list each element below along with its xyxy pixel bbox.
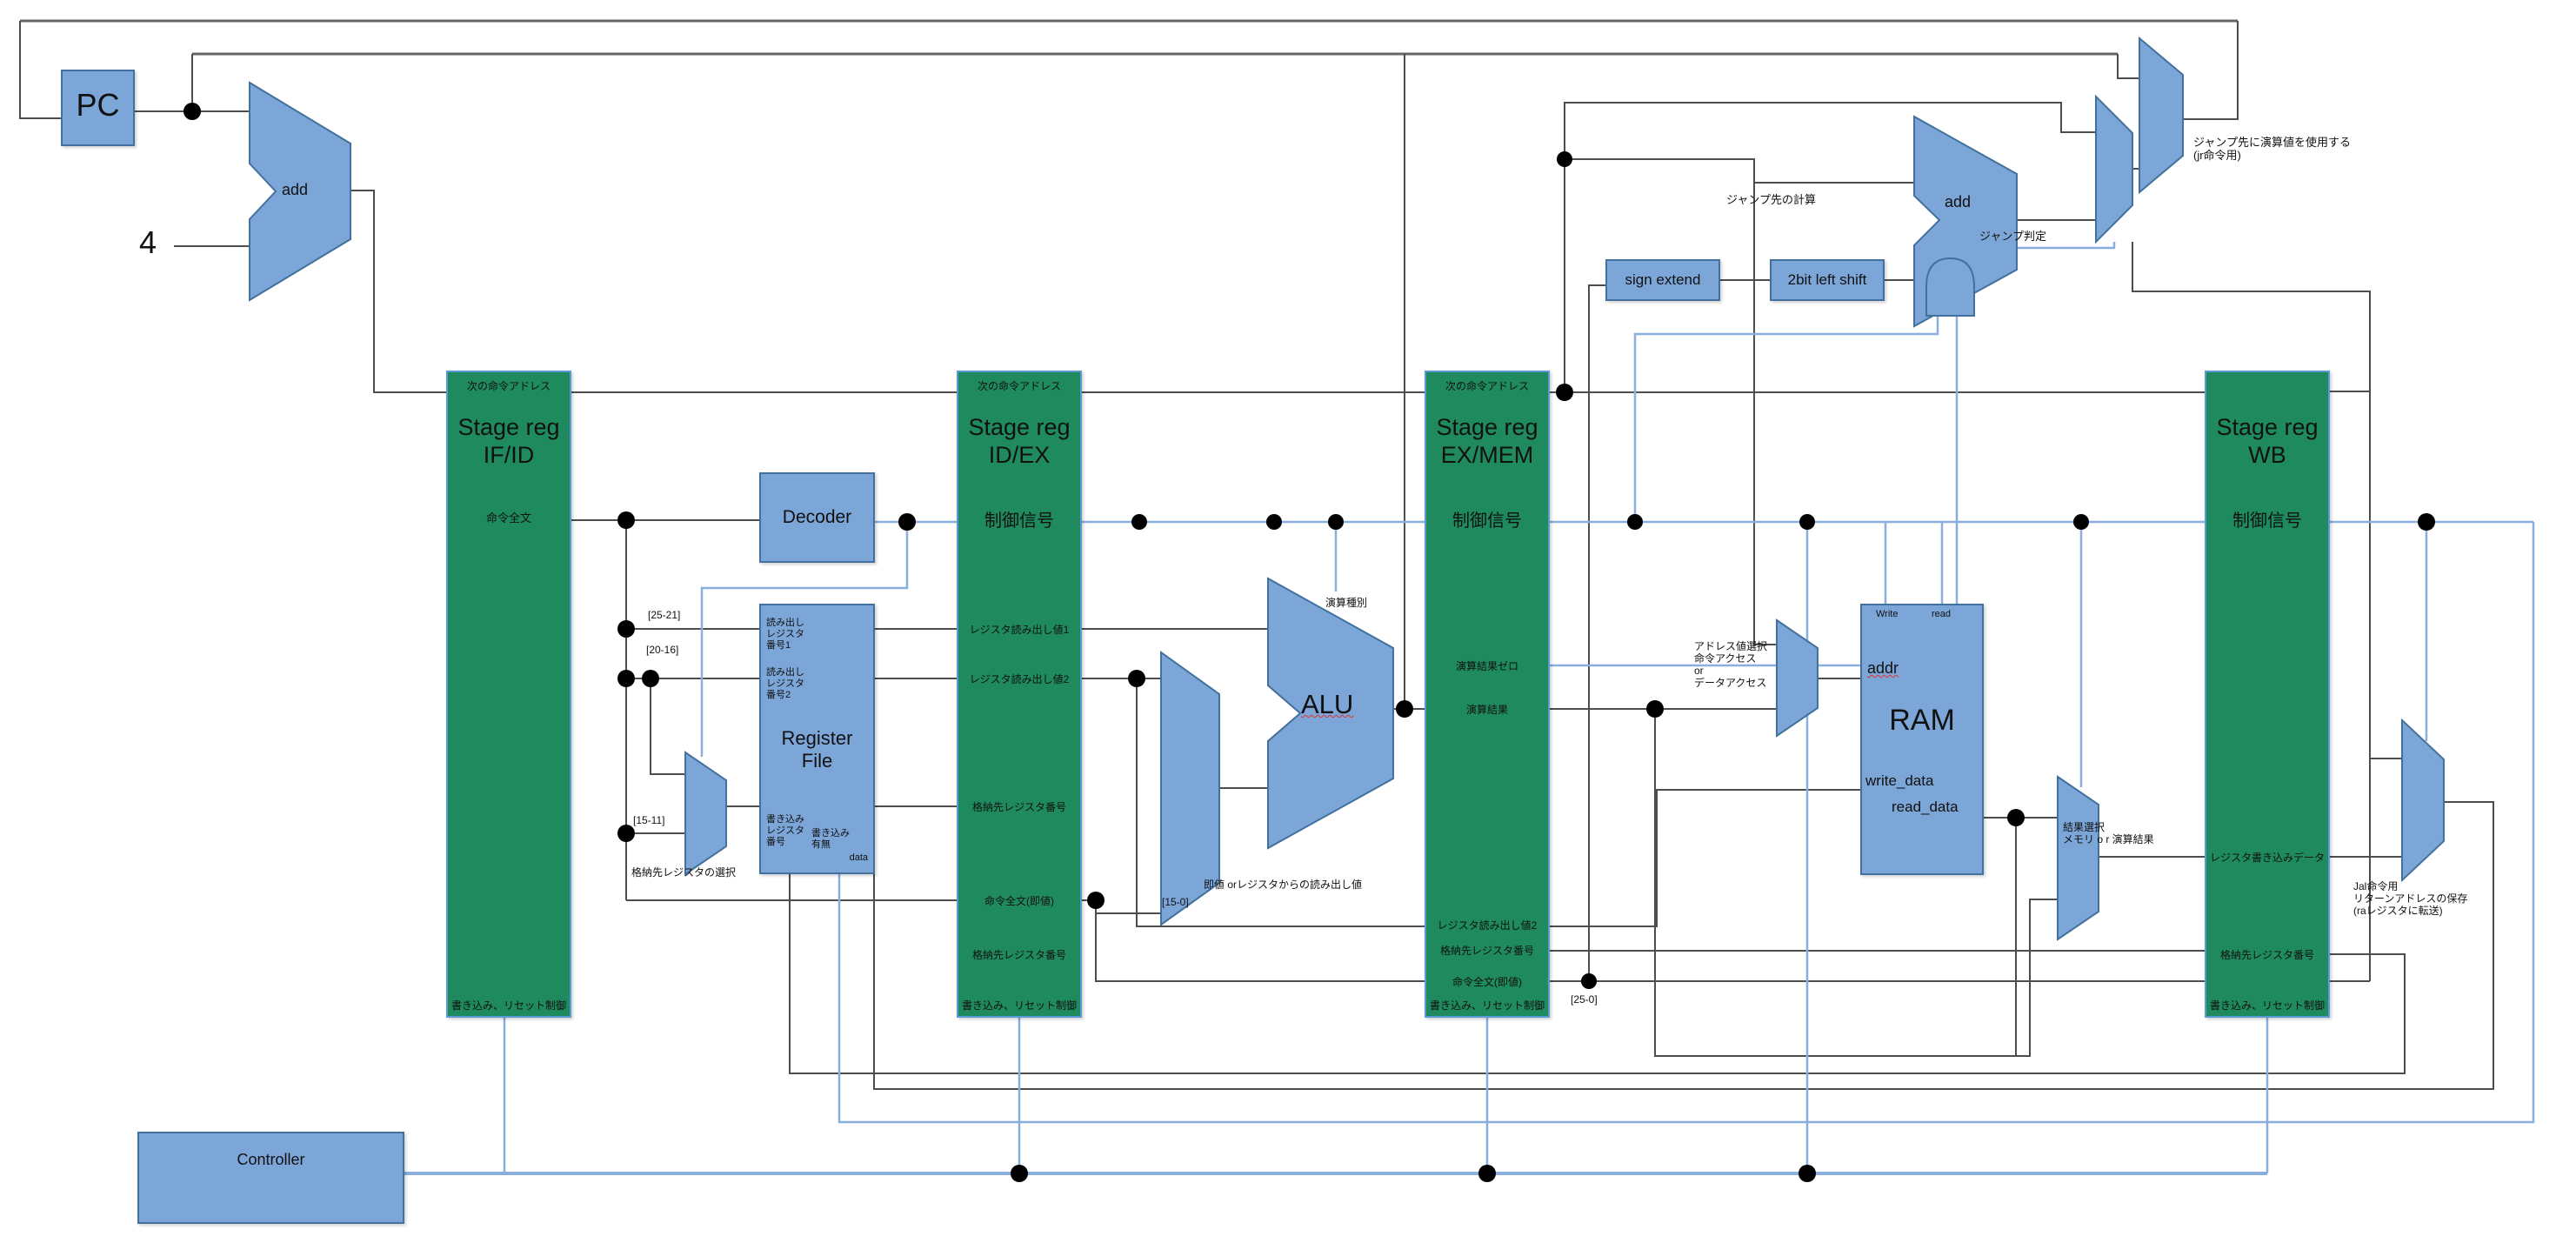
bits-15-11-label: [15-11] <box>633 814 665 826</box>
idex-dest2-port: 格納先レジスタ番号 <box>971 949 1066 961</box>
stage-reg-exmem: 次の命令アドレス Stage reg EX/MEM 制御信号 演算結果ゼロ 演算… <box>1425 371 1550 1018</box>
decoder-box: Decoder <box>759 472 875 563</box>
mux-jump <box>2095 94 2133 244</box>
ram-read-data-port: read_data <box>1892 799 1959 815</box>
mux-jr <box>2139 36 2184 195</box>
rf-data-port: data <box>849 852 868 863</box>
controller-label: Controller <box>237 1151 305 1168</box>
mux-imm-or-reg <box>1160 651 1220 926</box>
exmem-next-addr-port: 次の命令アドレス <box>1445 380 1529 392</box>
mux-result-select <box>2057 775 2099 941</box>
alu-shape <box>1267 577 1394 850</box>
ifid-write-reset-port: 書き込み、リセット制御 <box>450 999 566 1012</box>
register-file-box: 読み出し レジスタ 番号1 読み出し レジスタ 番号2 Register Fil… <box>759 604 875 874</box>
register-file-label: Register File <box>781 727 853 772</box>
rf-write-num-port: 書き込み レジスタ 番号 <box>766 814 804 847</box>
rf-read1-port: 読み出し レジスタ 番号1 <box>766 618 804 651</box>
exmem-result-port: 演算結果 <box>1465 704 1508 716</box>
jump-judge-note: ジャンプ判定 <box>1979 230 2046 243</box>
jr-note: ジャンプ先に演算値を使用する (jr命令用) <box>2193 136 2351 163</box>
exmem-write-reset-port: 書き込み、リセット制御 <box>1429 999 1545 1012</box>
exmem-readval2-port: レジスタ読み出し値2 <box>1437 919 1538 932</box>
ram-write-data-port: write_data <box>1865 772 1934 789</box>
jal-note: Jal命令用 リターンアドレスの保存 (raレジスタに転送) <box>2353 880 2468 918</box>
ifid-instr-port: 命令全文 <box>485 511 531 525</box>
mux-jal <box>2401 718 2445 883</box>
shift2-box: 2bit left shift <box>1770 259 1885 301</box>
idex-dest-port: 格納先レジスタ番号 <box>971 801 1066 813</box>
ram-write-port: Write <box>1876 609 1899 619</box>
idex-ctrl-port: 制御信号 <box>984 511 1054 531</box>
decoder-label: Decoder <box>782 507 852 527</box>
wb-dest-port: 格納先レジスタ番号 <box>2219 949 2314 961</box>
exmem-title: Stage reg EX/MEM <box>1436 414 1538 468</box>
rf-read2-port: 読み出し レジスタ 番号2 <box>766 667 804 700</box>
stage-reg-ifid: 次の命令アドレス Stage reg IF/ID 命令全文 書き込み、リセット制… <box>446 371 571 1018</box>
exmem-zero-port: 演算結果ゼロ <box>1455 660 1518 672</box>
pc-box: PC <box>61 70 135 146</box>
idex-readval1-port: レジスタ読み出し値1 <box>969 624 1070 636</box>
wb-write-data-port: レジスタ書き込みデータ <box>2209 852 2325 864</box>
ifid-next-addr-port: 次の命令アドレス <box>466 380 551 392</box>
stage-reg-wb: Stage reg WB 制御信号 レジスタ書き込みデータ 格納先レジスタ番号 … <box>2205 371 2330 1018</box>
idex-write-reset-port: 書き込み、リセット制御 <box>961 999 1077 1012</box>
alu-label: ALU <box>1301 689 1354 719</box>
sign-extend-box: sign extend <box>1605 259 1720 301</box>
sign-extend-label: sign extend <box>1625 271 1701 288</box>
bits-15-0-label: [15-0] <box>1162 896 1189 908</box>
adder-pc4-label: add <box>282 181 309 198</box>
result-select-note: 結果選択 メモリ o r 演算結果 <box>2063 821 2154 846</box>
wb-title: Stage reg WB <box>2216 414 2319 468</box>
wb-ctrl-port: 制御信号 <box>2232 511 2302 531</box>
controller-box: Controller <box>137 1132 404 1224</box>
alu-op-note: 演算種別 <box>1325 597 1368 609</box>
ram-label: RAM <box>1889 704 1955 737</box>
rf-write-en-port: 書き込み 有無 <box>811 828 850 850</box>
ifid-title: Stage reg IF/ID <box>457 414 560 468</box>
idex-instr-imm-port: 命令全文(即値) <box>984 895 1054 907</box>
wb-write-reset-port: 書き込み、リセット制御 <box>2209 999 2325 1012</box>
adder-jump-label: add <box>1945 193 1972 211</box>
bits-25-21-label: [25-21] <box>648 609 681 621</box>
exmem-ctrl-port: 制御信号 <box>1452 511 1522 531</box>
exmem-dest-port: 格納先レジスタ番号 <box>1439 945 1534 957</box>
junction-dots <box>184 103 2435 1182</box>
stage-reg-idex: 次の命令アドレス Stage reg ID/EX 制御信号 レジスタ読み出し値1… <box>957 371 1082 1018</box>
mux-dest-reg <box>684 751 727 876</box>
shift2-label: 2bit left shift <box>1787 271 1867 288</box>
idex-readval2-port: レジスタ読み出し値2 <box>969 673 1070 685</box>
pc-label: PC <box>76 87 120 123</box>
adder-pc4 <box>249 81 351 302</box>
addr-select-note: アドレス値選択 命令アクセス or データアクセス <box>1694 640 1768 690</box>
ram-addr-port: addr <box>1867 659 1899 677</box>
imm-or-reg-note: 即値 orレジスタからの読み出し値 <box>1204 879 1363 891</box>
and-gate <box>1925 257 1975 317</box>
bits-25-0-label: [25-0] <box>1571 993 1598 1006</box>
exmem-instr-imm-port: 命令全文(即値) <box>1452 976 1522 988</box>
jump-calc-note: ジャンプ先の計算 <box>1726 193 1816 206</box>
idex-next-addr-port: 次の命令アドレス <box>977 380 1061 392</box>
ram-read-port: read <box>1932 609 1952 619</box>
ram-box: Write read addr RAM write_data read_data <box>1860 604 1984 875</box>
bits-20-16-label: [20-16] <box>646 644 679 656</box>
mux-ram-addr <box>1776 618 1819 738</box>
idex-title: Stage reg ID/EX <box>968 414 1071 468</box>
constant-four: 4 <box>139 224 157 260</box>
dest-select-note: 格納先レジスタの選択 <box>631 866 737 879</box>
